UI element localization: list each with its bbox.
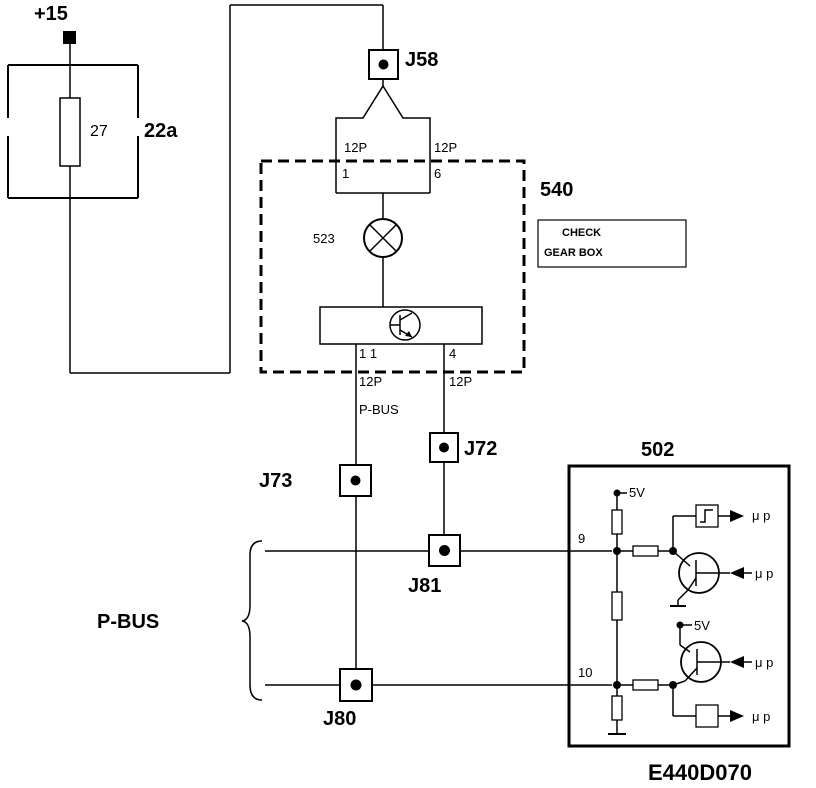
- module-540-label: 540: [540, 179, 573, 201]
- connector-j81-label: J81: [408, 575, 441, 597]
- mu-p-label-3: μ p: [755, 655, 773, 670]
- connector-j80: [339, 668, 373, 702]
- connector-j73: [339, 464, 372, 497]
- resistor-series-lower: [632, 679, 659, 691]
- pin-9-label: 9: [578, 531, 585, 546]
- supply-5v-lower: [676, 621, 692, 653]
- resistor-middle: [611, 591, 623, 621]
- lamp-523-label: 523: [313, 231, 335, 246]
- mu-p-label-1: μ p: [752, 508, 770, 523]
- check-gearbox-line2: GEAR BOX: [544, 247, 603, 259]
- supply-label: +15: [34, 3, 68, 25]
- pbus-small-label: P-BUS: [359, 402, 399, 417]
- resistor-bottom: [611, 695, 623, 721]
- split-wires: [335, 79, 431, 194]
- supply-5v-top: [613, 489, 627, 510]
- pin-10-label: 10: [578, 665, 592, 680]
- check-gearbox-line1: CHECK: [562, 227, 601, 239]
- fuse-box-22a: [7, 64, 139, 199]
- connector-j58: [368, 49, 399, 80]
- driver-box: [319, 306, 483, 345]
- connector-j72: [429, 432, 459, 463]
- mu-p-label-4: μ p: [752, 709, 770, 724]
- fuse-box-label: 22a: [144, 120, 178, 142]
- supply-5v-top-label: 5V: [629, 485, 645, 500]
- pin-12p-left-bottom: 12P: [359, 374, 382, 389]
- warning-lamp-523: [363, 218, 403, 258]
- check-gearbox-box: [537, 219, 687, 268]
- supply-wire: [69, 4, 384, 374]
- module-502-label: 502: [641, 439, 674, 461]
- pin-12p-right-bottom: 12P: [449, 374, 472, 389]
- arrow-in-lower: [730, 656, 744, 668]
- arrow-out-upper: [730, 510, 744, 522]
- pin-4-label: 4: [449, 346, 456, 361]
- pbus-brace: [241, 540, 263, 701]
- supply-terminal: [63, 31, 76, 44]
- pin-1-label: 1: [342, 166, 349, 181]
- schmitt-trigger-icon: [700, 509, 713, 523]
- connector-j80-label: J80: [323, 708, 356, 730]
- output-buffer-box: [695, 704, 719, 728]
- arrow-out-lower: [730, 710, 744, 722]
- module-540-boundary: [259, 159, 526, 374]
- pin-12p-left-top: 12P: [344, 140, 367, 155]
- pbus-big-label: P-BUS: [97, 611, 159, 633]
- supply-5v-lower-label: 5V: [694, 618, 710, 633]
- pin-6-label: 6: [434, 166, 441, 181]
- fuse-symbol: [59, 97, 81, 167]
- figure-code: E440D070: [648, 760, 752, 785]
- module-502-boundary: [567, 464, 791, 748]
- resistor-series-upper: [632, 545, 659, 557]
- transistor-upper: [670, 550, 720, 607]
- connector-j73-label: J73: [259, 470, 292, 492]
- schmitt-trigger-box: [695, 504, 719, 528]
- resistor-top: [611, 509, 623, 535]
- connector-j81: [428, 534, 461, 567]
- pin-12p-right-top: 12P: [434, 140, 457, 155]
- arrow-in-upper: [730, 567, 744, 579]
- transistor-icon: [389, 309, 421, 341]
- transistor-lower: [680, 641, 722, 683]
- pin-11-label: 1 1: [359, 346, 377, 361]
- mu-p-label-2: μ p: [755, 566, 773, 581]
- connector-j58-label: J58: [405, 49, 438, 71]
- fuse-value-label: 27: [90, 123, 108, 140]
- connector-j72-label: J72: [464, 438, 497, 460]
